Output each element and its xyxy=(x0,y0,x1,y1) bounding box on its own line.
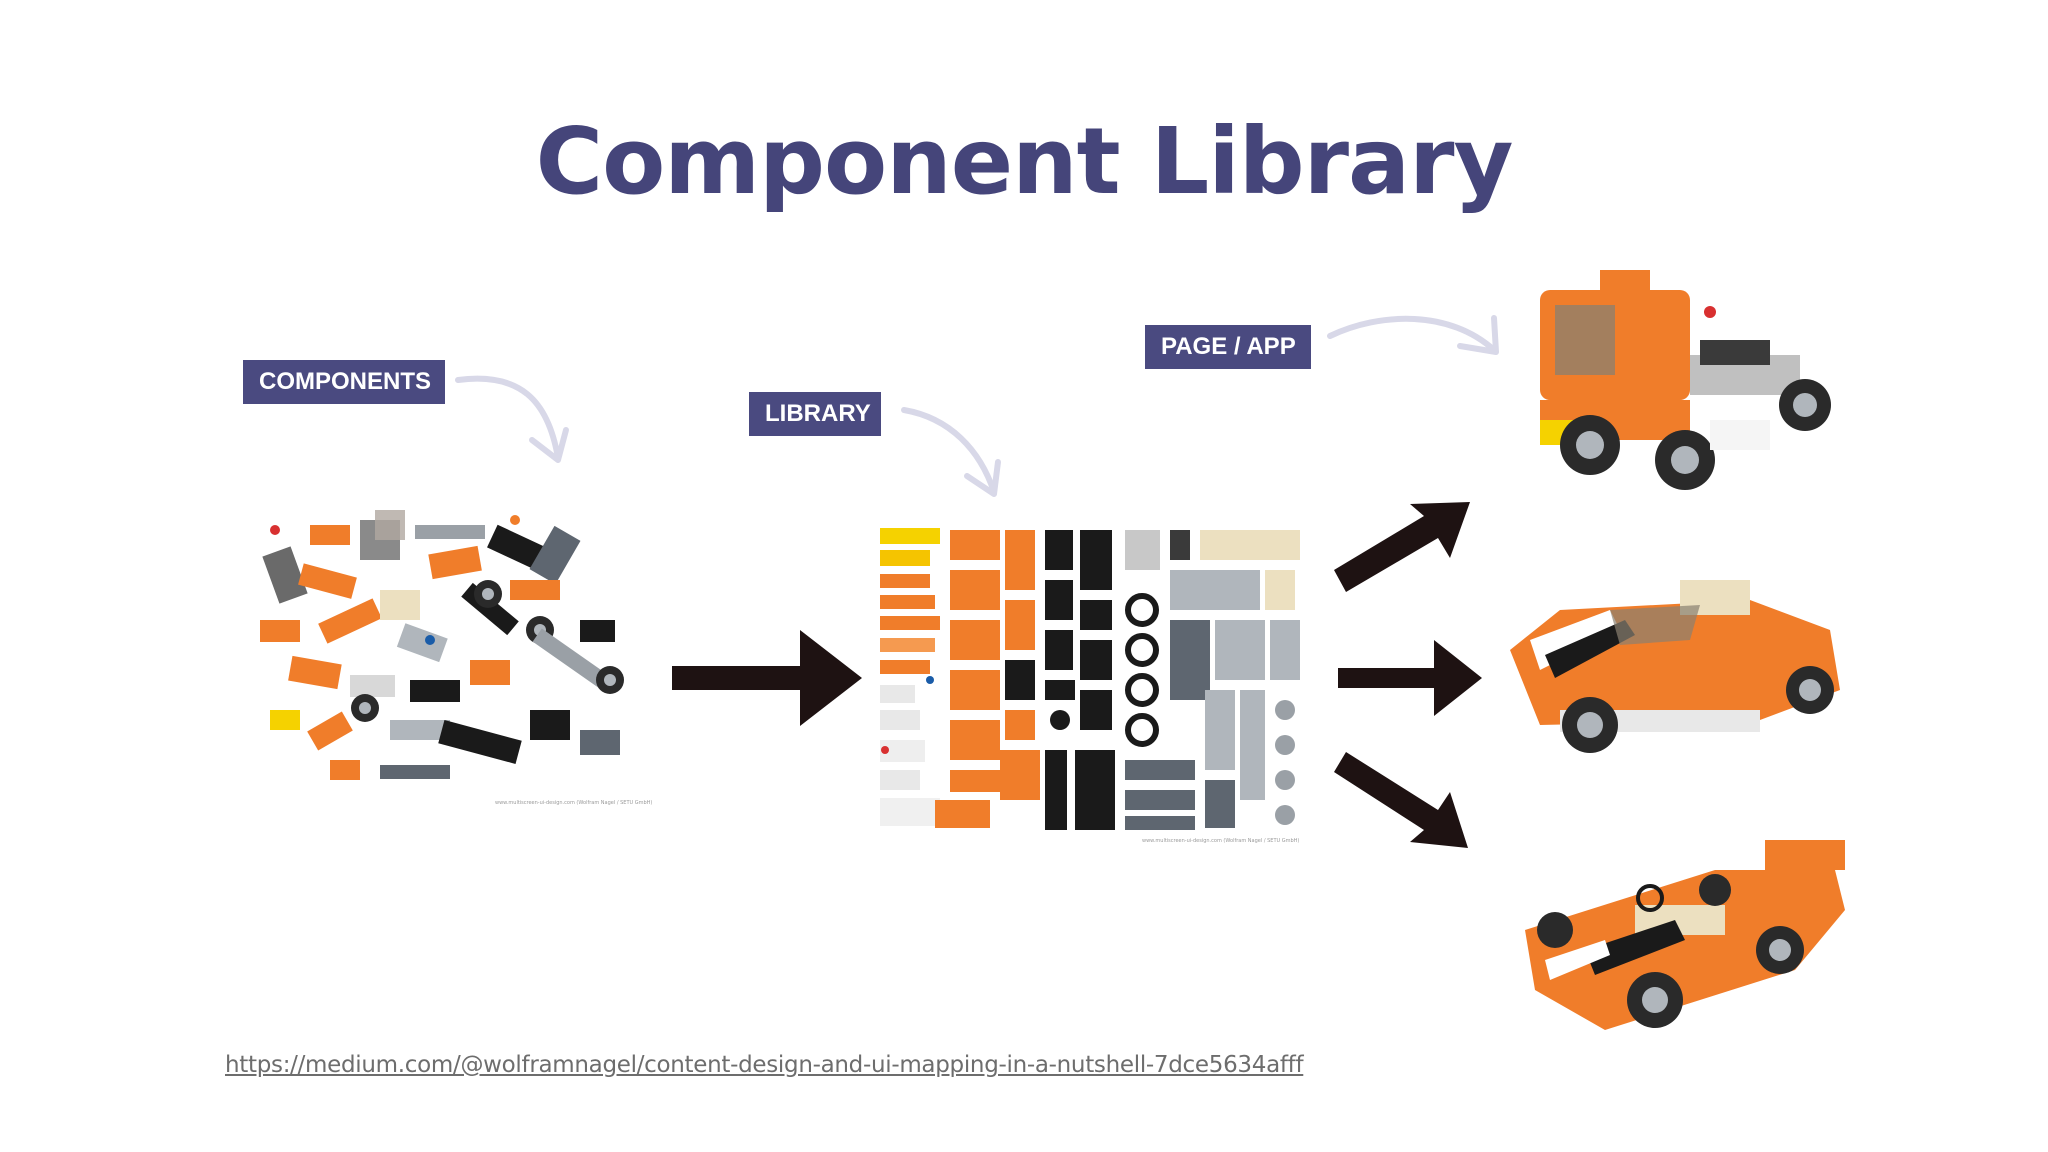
slide-title: Component Library xyxy=(535,108,1514,215)
page-curve-arrowhead-icon xyxy=(1457,315,1499,355)
sorted-bricks-image: www.multiscreen-ui-design.com (Wolfram N… xyxy=(870,520,1320,850)
arrow-down-right-icon xyxy=(1334,752,1468,848)
library-curve-arrow-icon xyxy=(901,407,997,495)
sorted-brick-grid-icon xyxy=(880,528,1300,830)
arrow-to-library-icon xyxy=(672,630,862,726)
library-curve-arrowhead-icon xyxy=(964,459,1001,497)
sorted-bricks-credit: www.multiscreen-ui-design.com (Wolfram N… xyxy=(1142,838,1299,844)
lego-race-car-image xyxy=(1525,840,1845,1030)
lego-sports-car-image xyxy=(1510,580,1840,753)
race-car-icon xyxy=(1525,840,1845,1030)
loose-bricks-credit: www.multiscreen-ui-design.com (Wolfram N… xyxy=(495,800,652,806)
page-curve-arrow-icon xyxy=(1327,315,1497,353)
components-curve-arrowhead-icon xyxy=(529,427,569,463)
truck-icon xyxy=(1540,270,1831,490)
loose-bricks-image: www.multiscreen-ui-design.com (Wolfram N… xyxy=(230,490,670,810)
components-tag: COMPONENTS xyxy=(243,360,445,404)
lego-truck-image xyxy=(1540,270,1831,490)
sports-car-icon xyxy=(1510,580,1840,753)
arrow-up-right-icon xyxy=(1334,502,1470,592)
arrow-right-icon xyxy=(1338,640,1482,716)
components-curve-arrow-icon xyxy=(455,375,561,461)
page-app-tag: PAGE / APP xyxy=(1145,325,1311,369)
library-tag: LIBRARY xyxy=(749,392,881,436)
scattered-brick-pile-icon xyxy=(260,510,624,780)
arrows-to-results xyxy=(1334,502,1482,848)
source-article-link[interactable]: https://medium.com/@wolframnagel/content… xyxy=(225,1052,1304,1078)
